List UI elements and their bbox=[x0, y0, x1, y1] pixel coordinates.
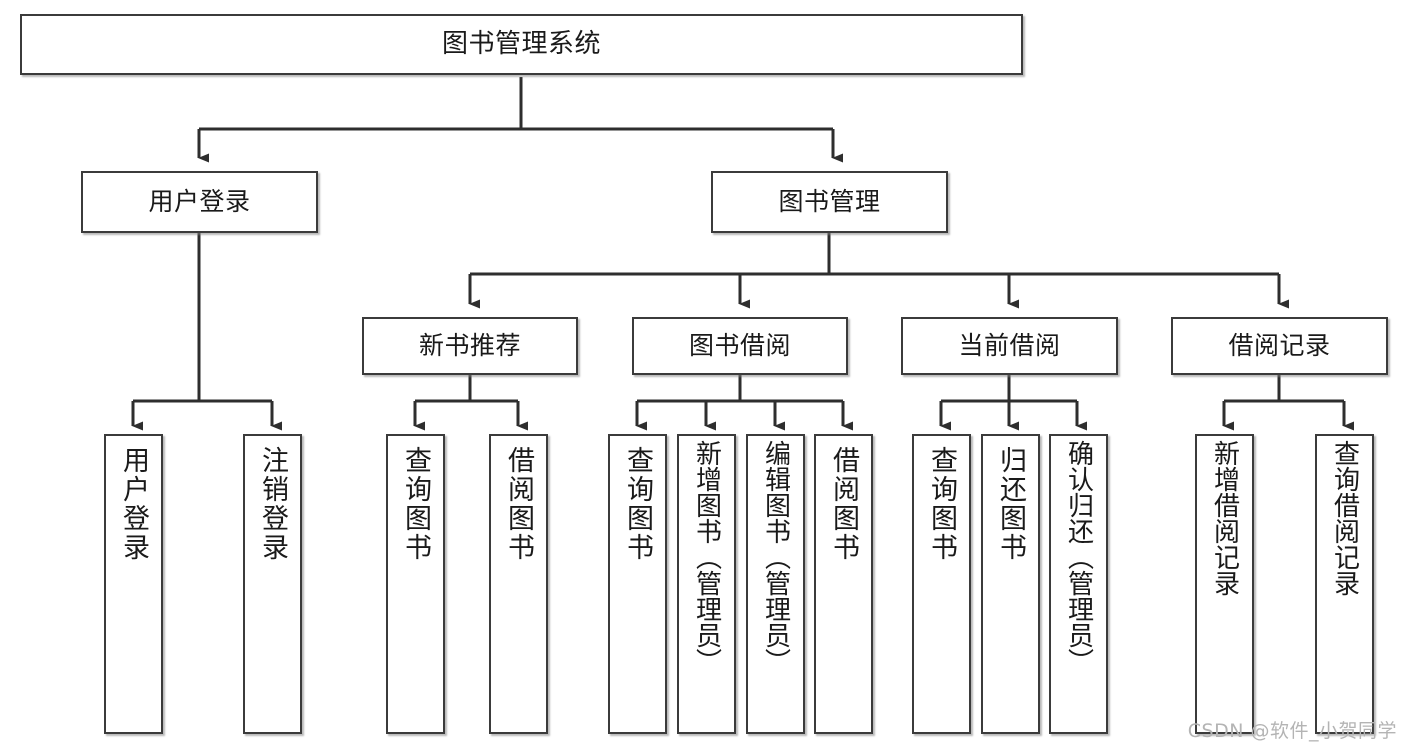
node-label: 查询图书 bbox=[926, 446, 957, 562]
node-leaf-add-book-admin[interactable]: 新增图书（管理员） bbox=[677, 434, 736, 734]
node-label: 用户登录 bbox=[118, 446, 149, 562]
node-label: 当前借阅 bbox=[958, 331, 1061, 361]
node-leaf-query-borrow-record[interactable]: 查询借阅记录 bbox=[1315, 434, 1374, 734]
node-label: 编辑图书（管理员） bbox=[760, 440, 791, 674]
node-label: 新增图书（管理员） bbox=[691, 440, 722, 674]
node-leaf-borrow-book-recommendation[interactable]: 借阅图书 bbox=[489, 434, 548, 734]
node-borrow-records[interactable]: 借阅记录 bbox=[1171, 317, 1388, 375]
node-label: 借阅图书 bbox=[828, 446, 859, 562]
node-label: 查询借阅记录 bbox=[1329, 440, 1360, 596]
node-label: 借阅图书 bbox=[503, 446, 534, 562]
node-leaf-query-book-current[interactable]: 查询图书 bbox=[912, 434, 971, 734]
node-label: 注销登录 bbox=[257, 446, 288, 562]
node-label: 归还图书 bbox=[995, 446, 1026, 562]
node-leaf-add-borrow-record[interactable]: 新增借阅记录 bbox=[1195, 434, 1254, 734]
node-book-management[interactable]: 图书管理 bbox=[711, 171, 948, 233]
node-label: 借阅记录 bbox=[1228, 331, 1331, 361]
node-user-login[interactable]: 用户登录 bbox=[81, 171, 318, 233]
node-new-book-recommendation[interactable]: 新书推荐 bbox=[362, 317, 578, 375]
node-label: 新书推荐 bbox=[418, 331, 521, 361]
node-label: 用户登录 bbox=[148, 187, 251, 217]
node-label: 确认归还（管理员） bbox=[1063, 440, 1094, 674]
node-book-management-system[interactable]: 图书管理系统 bbox=[20, 14, 1023, 75]
node-label: 图书管理系统 bbox=[441, 29, 601, 60]
node-current-borrowing[interactable]: 当前借阅 bbox=[901, 317, 1118, 375]
node-leaf-user-login[interactable]: 用户登录 bbox=[104, 434, 163, 734]
node-leaf-query-book-recommendation[interactable]: 查询图书 bbox=[386, 434, 445, 734]
node-label: 图书管理 bbox=[778, 187, 881, 217]
node-leaf-return-book[interactable]: 归还图书 bbox=[981, 434, 1040, 734]
node-label: 图书借阅 bbox=[688, 331, 791, 361]
node-book-borrowing[interactable]: 图书借阅 bbox=[632, 317, 848, 375]
node-label: 查询图书 bbox=[400, 446, 431, 562]
node-label: 新增借阅记录 bbox=[1209, 440, 1240, 596]
node-leaf-borrow-book-borrowing[interactable]: 借阅图书 bbox=[814, 434, 873, 734]
node-leaf-edit-book-admin[interactable]: 编辑图书（管理员） bbox=[746, 434, 805, 734]
csdn-watermark: CSDN @软件_小贺同学 bbox=[1187, 720, 1397, 742]
node-leaf-query-book-borrowing[interactable]: 查询图书 bbox=[608, 434, 667, 734]
node-leaf-logout[interactable]: 注销登录 bbox=[243, 434, 302, 734]
node-label: 查询图书 bbox=[622, 446, 653, 562]
node-leaf-confirm-return-admin[interactable]: 确认归还（管理员） bbox=[1049, 434, 1108, 734]
